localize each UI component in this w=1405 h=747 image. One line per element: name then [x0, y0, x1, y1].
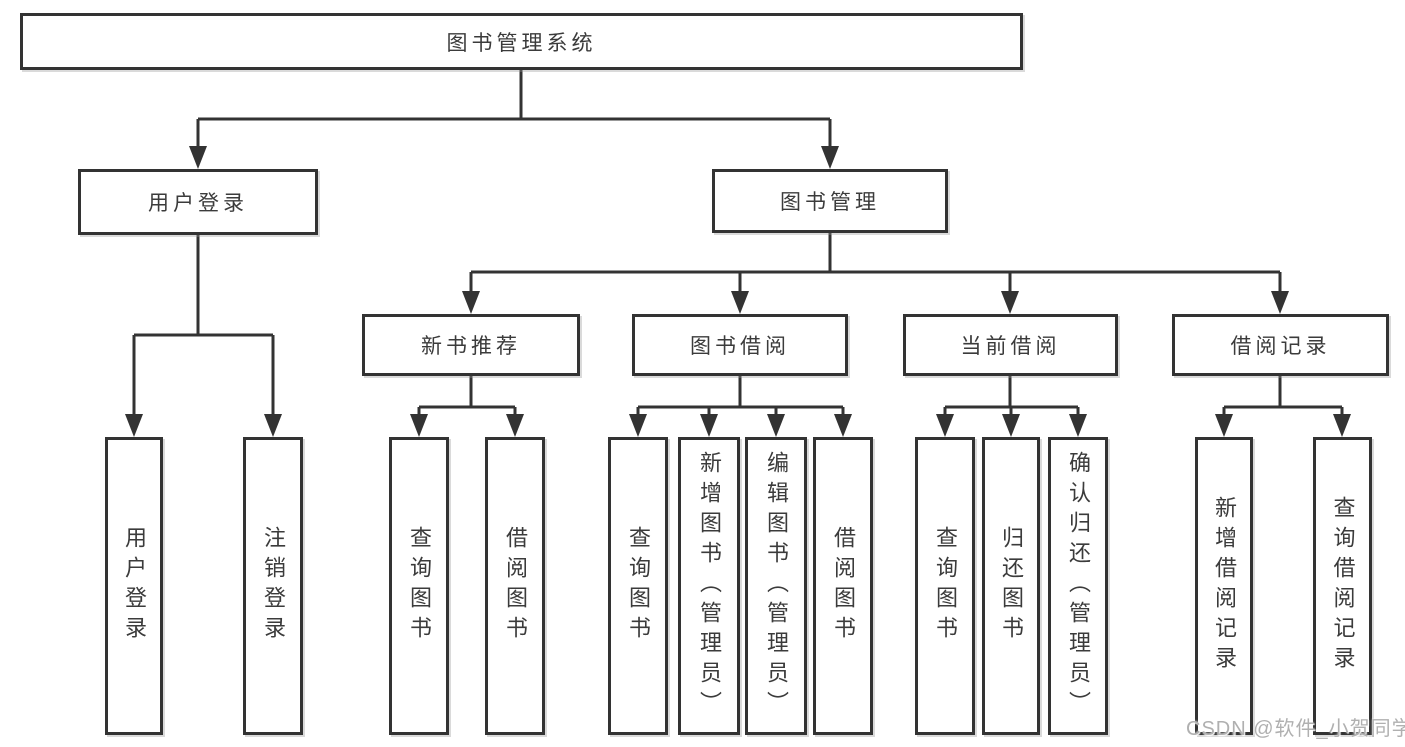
- leaf-logout: 注销登录: [243, 437, 303, 735]
- node-library-management-system: 图书管理系统: [20, 13, 1023, 70]
- node-current-borrow-label: 当前借阅: [960, 335, 1061, 358]
- leaf-borrow-books: 借阅图书: [813, 437, 873, 735]
- leaf-return-books-label: 归还图书: [999, 526, 1024, 646]
- leaf-edit-books-admin-label: 编辑图书（管理员）: [764, 451, 789, 721]
- node-borrow-record-label: 借阅记录: [1230, 335, 1331, 358]
- leaf-add-borrow-record: 新增借阅记录: [1195, 437, 1253, 735]
- leaf-query-books-current-label: 查询图书: [933, 526, 958, 646]
- node-current-borrow: 当前借阅: [903, 314, 1118, 376]
- leaf-query-borrow-record-label: 查询借阅记录: [1330, 496, 1356, 676]
- leaf-query-books-current: 查询图书: [915, 437, 975, 735]
- leaf-confirm-return-admin-label: 确认归还（管理员）: [1066, 451, 1091, 721]
- leaf-user-login: 用户登录: [105, 437, 163, 735]
- leaf-logout-label: 注销登录: [261, 526, 286, 646]
- leaf-edit-books-admin: 编辑图书（管理员）: [745, 437, 807, 735]
- node-user-login-label: 用户登录: [148, 192, 248, 215]
- node-book-management: 图书管理: [712, 169, 948, 233]
- leaf-query-books-recommend: 查询图书: [389, 437, 449, 735]
- leaf-add-books-admin: 新增图书（管理员）: [678, 437, 740, 735]
- node-book-borrow-label: 图书借阅: [690, 335, 790, 358]
- leaf-borrow-books-recommend: 借阅图书: [485, 437, 545, 735]
- node-user-login: 用户登录: [78, 169, 318, 235]
- csdn-watermark: CSDN @软件_小贺同学: [1186, 718, 1405, 740]
- node-new-book-recommend: 新书推荐: [362, 314, 580, 376]
- node-book-management-label: 图书管理: [780, 191, 880, 214]
- node-borrow-record: 借阅记录: [1172, 314, 1389, 376]
- node-library-management-system-label: 图书管理系统: [446, 31, 597, 55]
- leaf-query-books-borrow: 查询图书: [608, 437, 668, 735]
- leaf-add-borrow-record-label: 新增借阅记录: [1212, 496, 1237, 676]
- node-new-book-recommend-label: 新书推荐: [421, 335, 521, 358]
- leaf-return-books: 归还图书: [982, 437, 1040, 735]
- leaf-user-login-label: 用户登录: [122, 526, 147, 646]
- leaf-borrow-books-recommend-label: 借阅图书: [503, 526, 528, 646]
- leaf-add-books-admin-label: 新增图书（管理员）: [697, 451, 722, 721]
- node-book-borrow: 图书借阅: [632, 314, 848, 376]
- leaf-query-books-recommend-label: 查询图书: [407, 526, 432, 646]
- leaf-query-borrow-record: 查询借阅记录: [1313, 437, 1372, 735]
- leaf-confirm-return-admin: 确认归还（管理员）: [1048, 437, 1108, 735]
- leaf-borrow-books-label: 借阅图书: [831, 526, 856, 646]
- leaf-query-books-borrow-label: 查询图书: [626, 526, 651, 646]
